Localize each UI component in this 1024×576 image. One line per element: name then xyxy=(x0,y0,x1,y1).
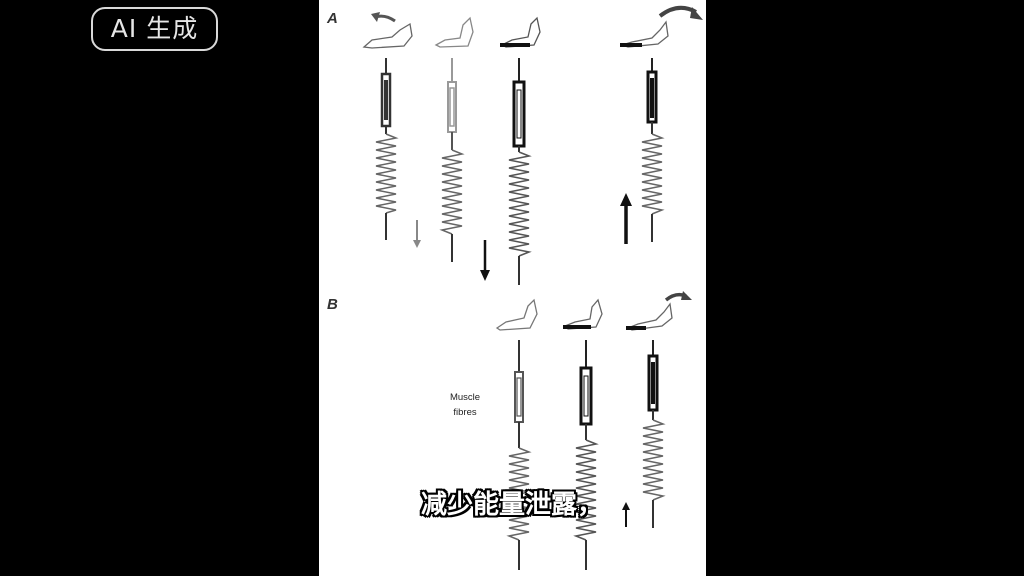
arrow-head-icon xyxy=(371,12,380,22)
foot-icon xyxy=(563,298,603,330)
muscle-label-line2: fibres xyxy=(453,407,477,418)
ai-generated-badge: AI 生成 xyxy=(91,7,218,51)
muscle-label-line1: Muscle xyxy=(449,392,481,403)
muscle-tendon-unit xyxy=(641,58,665,242)
muscle-fibres-label: Muscle fibres xyxy=(440,390,490,420)
video-subtitle: 减少能量泄露， xyxy=(420,490,603,520)
muscle-tendon-unit xyxy=(508,58,532,285)
muscle-tendon-unit xyxy=(439,58,465,262)
arrow-head-icon xyxy=(690,7,703,20)
muscle-tendon-unit xyxy=(642,340,666,528)
panel-a-label: A xyxy=(327,10,338,27)
muscle-tendon-unit xyxy=(506,340,532,570)
arrow-head-icon xyxy=(681,291,692,300)
panel-b-label: B xyxy=(327,296,338,313)
foot-icon xyxy=(495,298,538,331)
muscle-tendon-unit xyxy=(375,58,399,240)
muscle-tendon-unit xyxy=(573,340,599,570)
foot-icon xyxy=(362,22,413,49)
foot-icon xyxy=(500,16,541,48)
foot-icon xyxy=(434,16,474,48)
